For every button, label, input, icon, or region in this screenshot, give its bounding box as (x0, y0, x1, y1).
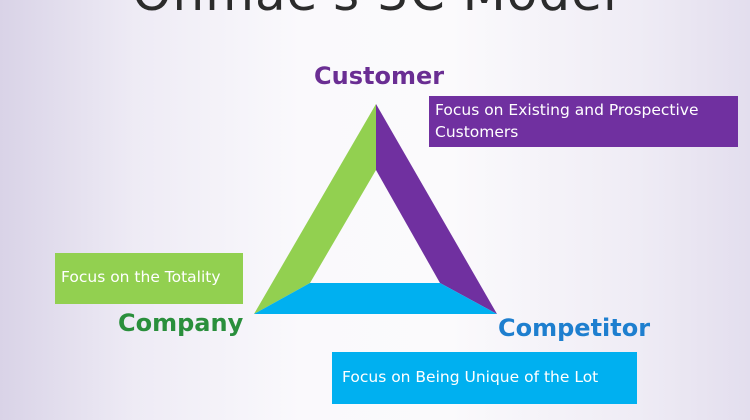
company-description-box: Focus on the Totality (55, 253, 243, 304)
competitor-description-box: Focus on Being Unique of the Lot (332, 352, 637, 404)
customer-description-box: Focus on Existing and Prospective Custom… (429, 96, 738, 147)
triangle-side-competitor (254, 283, 497, 314)
diagram-title: Ohmae's 3C Model (0, 0, 750, 22)
customer-label: Customer (314, 62, 445, 90)
triangle-side-company (254, 104, 376, 314)
competitor-label: Competitor (498, 314, 651, 342)
triangle-side-customer (376, 104, 497, 314)
company-label: Company (118, 309, 244, 337)
